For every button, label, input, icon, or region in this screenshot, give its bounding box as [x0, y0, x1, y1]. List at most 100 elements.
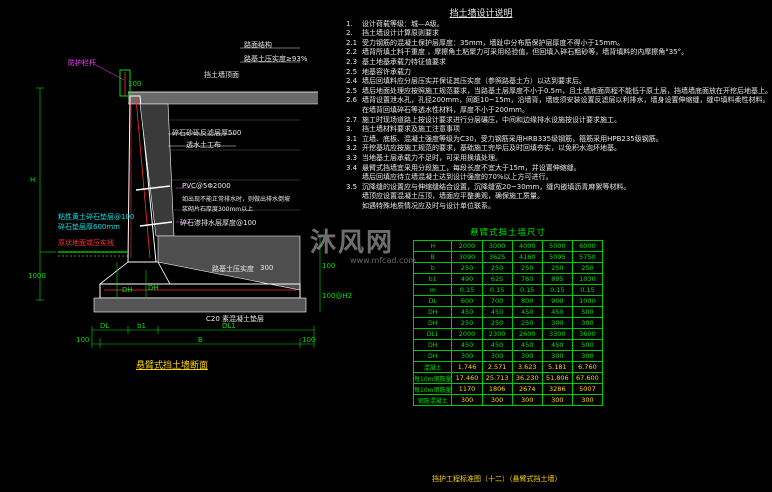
table-cell: 5750 — [571, 251, 604, 263]
table-cell: 700 — [481, 295, 513, 307]
backfill-hatch — [168, 119, 300, 211]
table-cell: 0.15 — [451, 284, 483, 296]
label-geotextile: 透水土工布 — [186, 141, 221, 149]
note-text: 受力钢筋的混凝土保护层厚度：35mm，墙趾中分布筋保护层厚度不得小于15mm。 — [362, 38, 625, 47]
table-cell: 760 — [511, 273, 543, 285]
table-cell: 0.15 — [571, 284, 604, 296]
row-key: 混凝土 — [412, 361, 453, 373]
table-cell: 250 — [451, 262, 483, 274]
table-cell: 2.571 — [481, 361, 513, 373]
label-rail: 防护栏杆 — [68, 59, 96, 67]
row-key: m — [412, 284, 453, 296]
table-cell: 5007 — [571, 383, 604, 395]
table-cell: 67.600 — [571, 372, 604, 384]
table-cell: 450 — [451, 306, 483, 318]
table-cell: 250 — [541, 262, 573, 274]
row-key: B — [412, 251, 453, 263]
label-filter: 碎石砂砾反滤层厚500 — [172, 129, 242, 137]
note-number: 2.3 — [346, 57, 358, 66]
note-number: 2. — [346, 29, 353, 38]
note-text: 基土地基承载力特征值要求 — [362, 57, 446, 66]
road-surface — [128, 92, 318, 104]
table-cell: 51.806 — [541, 372, 573, 384]
note-number: 3.4 — [346, 163, 358, 172]
table-cell: 6.760 — [571, 361, 604, 373]
row-key: 钢筋混凝土 — [412, 394, 453, 406]
table-cell: 3286 — [541, 383, 573, 395]
table-cell: 2000 — [451, 328, 483, 340]
table-cell: 800 — [511, 295, 543, 307]
note-line: 2.挡土墙设计计算原则要求 — [346, 29, 674, 39]
note-number: 3.5 — [346, 182, 358, 191]
note-number: 1. — [346, 19, 353, 28]
table-cell: 5000 — [541, 240, 573, 252]
label-left2: 碎石垫层厚600mm — [58, 223, 120, 231]
label-pvc: PVC@5Φ2000 — [182, 182, 231, 190]
note-text: 沉降缝的设置应与伸缩缝结合设置，沉降缝宽20~30mm，缝内嵌填沥青麻絮等材料。 — [362, 182, 631, 191]
note-line: 2.1 受力钢筋的混凝土保护层厚度：35mm，墙趾中分布筋保护层厚度不得小于15m… — [346, 39, 674, 49]
table-cell: 17.460 — [451, 372, 483, 384]
dim-DL: DL — [100, 322, 110, 330]
note-line: 2.4 墙后回填料应分层压实并保证其压实度（参照路基土方）以达到要求后。 — [346, 77, 674, 87]
table-cell: 490 — [451, 273, 483, 285]
label-base: C20 素混凝土垫层 — [206, 315, 265, 323]
note-number: 2.7 — [346, 115, 358, 124]
note-text: 立墙、底板、混凝土强度等级为C30，受力钢筋采用HRB335级钢筋，箍筋采用HP… — [362, 134, 663, 143]
note-text: 当地基土层承载力不足时，可采用换填处理。 — [362, 153, 502, 162]
note-text: 设计荷载等级：城—A级。 — [362, 19, 444, 28]
table-cell: 300 — [541, 317, 573, 329]
note-number: 3.2 — [346, 144, 358, 153]
dim-DH: DH — [122, 286, 133, 294]
label-drain3: 碎石渗排水层厚度@100 — [180, 219, 257, 227]
watermark-url: www.mfcad.com — [350, 256, 417, 265]
row-key: 每10m钢筋量 — [412, 383, 453, 395]
table-cell: 3625 — [481, 251, 513, 263]
table-cell: 450 — [481, 306, 513, 318]
note-number: 2.2 — [346, 48, 358, 57]
note-number: 2.1 — [346, 38, 358, 47]
table-cell: 450 — [481, 339, 513, 351]
label-subgrade: 路基土压实度≥93% — [244, 55, 308, 63]
table-cell: 300 — [571, 350, 604, 362]
table-cell: 250 — [451, 317, 483, 329]
note-text: 如遇特殊地质情况应及时与设计单位联系。 — [362, 201, 495, 210]
note-number: 2.4 — [346, 77, 358, 86]
dim-right100: 100 — [302, 336, 316, 344]
table-cell: 250 — [511, 317, 543, 329]
row-key: 每10m钢筋量 — [412, 372, 453, 384]
table-cell: 4000 — [511, 240, 543, 252]
dim-H: H — [30, 176, 36, 184]
row-key: DH — [412, 350, 453, 362]
note-line: 3.挡土墙材料要求及施工注意事项 — [346, 125, 674, 135]
note-text: 墙顶应设置混凝土压顶，墙面应平整美观，确保施工质量。 — [362, 192, 544, 201]
table-cell: 300 — [481, 394, 513, 406]
label-road: 路面结构 — [244, 41, 272, 49]
c20-pad — [93, 297, 307, 313]
dim-B: B — [198, 336, 203, 344]
table-cell: 1030 — [571, 273, 604, 285]
table-cell: 2600 — [511, 328, 543, 340]
table-cell: 3600 — [571, 328, 604, 340]
row-key: b1 — [412, 273, 453, 285]
section-title: 悬臂式挡土墙断面 — [136, 361, 209, 371]
note-number: 3. — [346, 125, 353, 134]
label-fill300: 300 — [260, 264, 274, 272]
dim-r1000: 100@H2 — [322, 292, 353, 300]
note-text: 悬臂式挡墙宜采用分段施工，每段长度不宜大于15m，并设置伸缩缝。 — [362, 163, 581, 172]
table-cell: 600 — [451, 295, 483, 307]
note-text: 墙后回填料应分层压实并保证其压实度（参照路基土方）以达到要求后。 — [362, 77, 586, 86]
